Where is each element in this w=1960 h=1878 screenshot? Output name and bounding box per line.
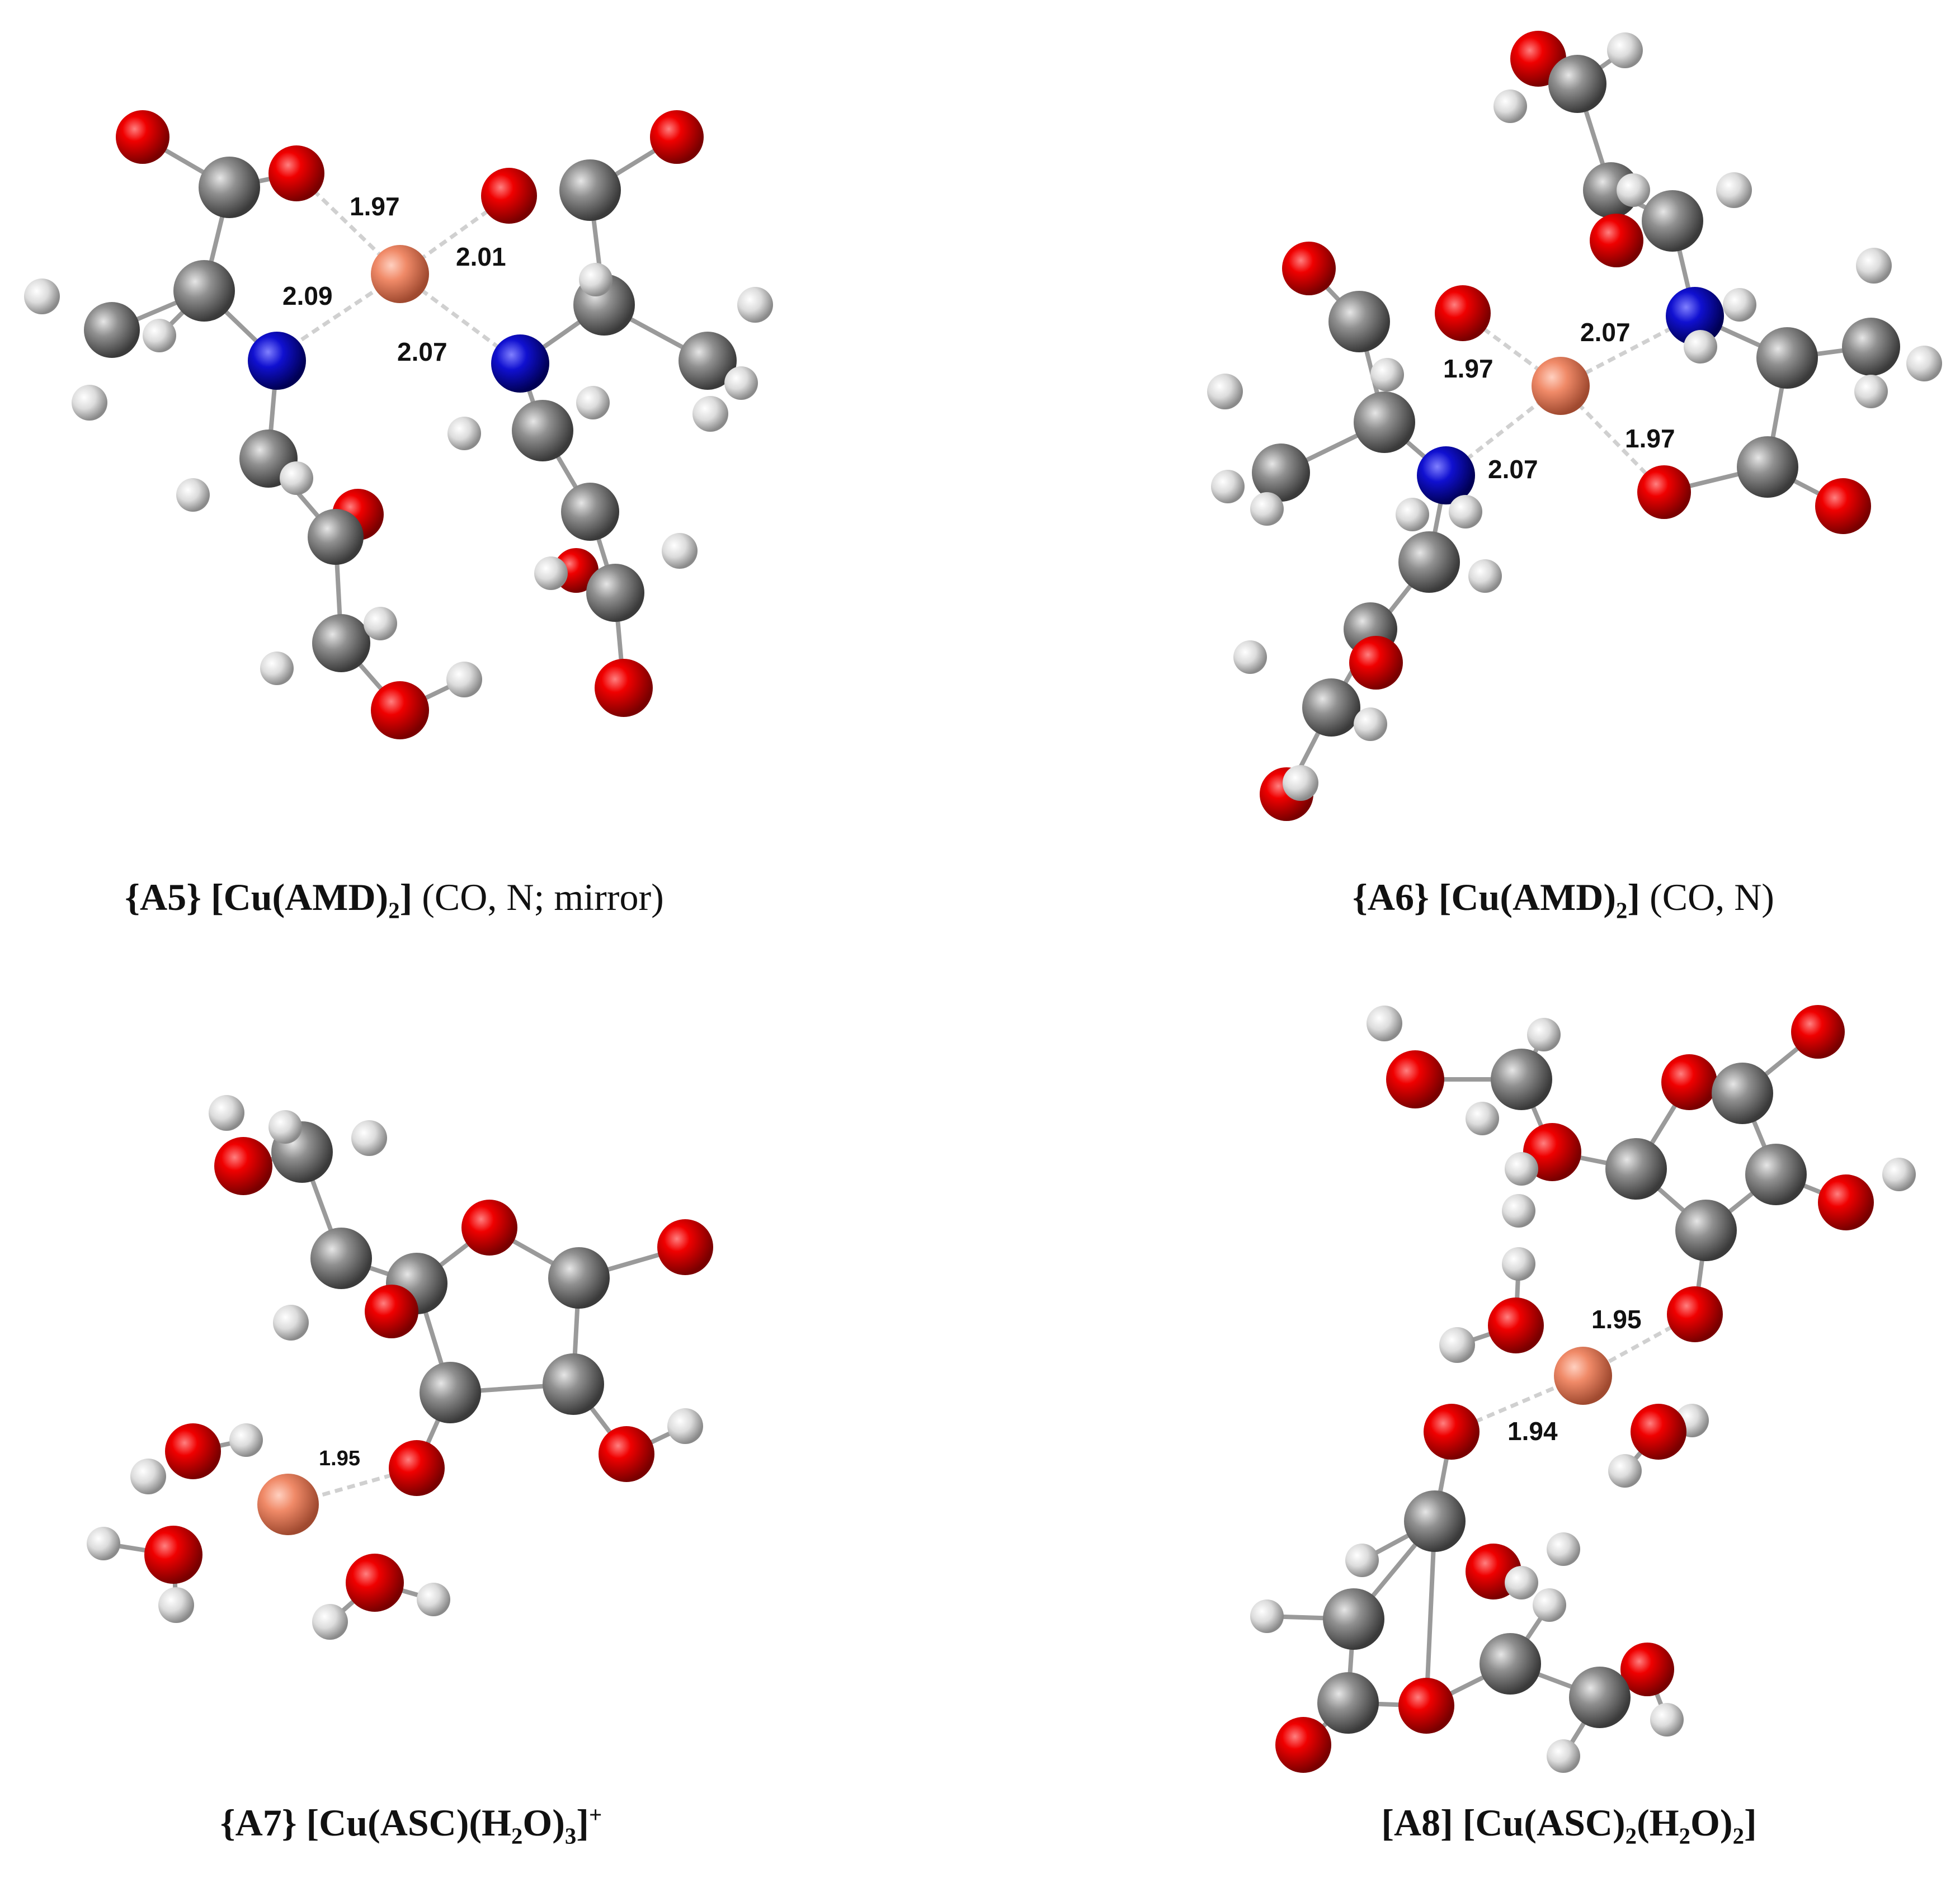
- caption-a6: {A6} [Cu(AMD)2] (CO, N): [1353, 875, 1774, 924]
- caption-a5-tag: {A5}: [125, 876, 201, 918]
- a8-distance-2: 1.94: [1507, 1417, 1558, 1446]
- caption-a8-mid2: O): [1690, 1801, 1733, 1844]
- caption-a8-sub3: 2: [1732, 1823, 1744, 1849]
- caption-a5-sub: 2: [388, 898, 400, 923]
- caption-a7-sub2: 3: [564, 1823, 577, 1849]
- a6-distance-2: 1.97: [1443, 354, 1493, 383]
- a6-distance-4: 2.07: [1488, 455, 1538, 484]
- caption-a6-tag: {A6}: [1353, 876, 1429, 918]
- molecule-a7: [87, 1095, 713, 1640]
- caption-a7-sub: 2: [511, 1823, 523, 1849]
- molecule-a8: [1250, 1005, 1916, 1773]
- caption-a5-formula: [Cu(AMD): [210, 876, 389, 918]
- caption-a7-close: ]: [576, 1801, 589, 1844]
- caption-a8: [A8] [Cu(ASC)2(H2O)2]: [1381, 1801, 1756, 1849]
- a6-distance-1: 2.07: [1580, 318, 1631, 347]
- caption-a8-close: ]: [1744, 1801, 1757, 1844]
- a8-distance-1: 1.95: [1591, 1305, 1642, 1334]
- caption-a8-sub: 2: [1625, 1823, 1637, 1849]
- a7-distance-1: 1.95: [319, 1447, 360, 1470]
- caption-a6-formula: [Cu(AMD): [1438, 876, 1617, 918]
- a5-distance-4: 2.07: [397, 337, 447, 366]
- a5-distance-3: 2.09: [282, 281, 333, 310]
- caption-a8-mid: (H: [1637, 1801, 1679, 1844]
- caption-a6-sub: 2: [1616, 898, 1628, 923]
- molecule-a6: [1207, 31, 1942, 821]
- caption-a7-mid: O): [522, 1801, 565, 1844]
- caption-a7-text: {A7} [Cu(ASC)(H: [220, 1801, 511, 1844]
- caption-a8-sub2: 2: [1679, 1823, 1691, 1849]
- caption-a5-close: ]: [399, 876, 413, 918]
- caption-a5-note: (CO, N; mirror): [422, 876, 664, 918]
- caption-a6-close: ]: [1627, 876, 1641, 918]
- a5-distance-1: 1.97: [350, 192, 400, 221]
- caption-a5: {A5} [Cu(AMD)2] (CO, N; mirror): [125, 875, 664, 924]
- a6-distance-3: 1.97: [1625, 424, 1675, 453]
- caption-a7: {A7} [Cu(ASC)(H2O)3]+: [220, 1801, 602, 1849]
- caption-a7-sup: +: [588, 1802, 602, 1828]
- a5-distance-2: 2.01: [456, 242, 506, 271]
- caption-a8-text: [A8] [Cu(ASC): [1381, 1801, 1626, 1844]
- molecule-a5: [24, 110, 773, 739]
- caption-a6-note: (CO, N): [1650, 876, 1774, 918]
